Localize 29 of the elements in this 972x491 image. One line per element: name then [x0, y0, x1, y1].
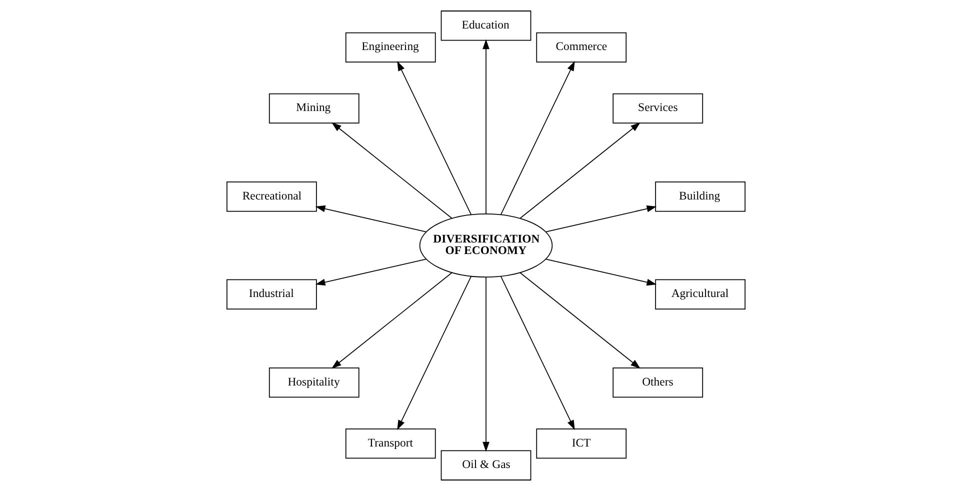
arrow — [332, 122, 452, 219]
node-box: Transport — [345, 428, 436, 459]
arrow — [315, 258, 426, 286]
node-box: Education — [440, 10, 532, 41]
node-box: Building — [655, 181, 746, 212]
arrow — [482, 276, 490, 452]
arrow — [397, 60, 472, 215]
node-box: Commerce — [536, 32, 627, 63]
node-box: Recreational — [226, 181, 317, 212]
arrow — [397, 276, 472, 430]
node-box: Services — [612, 93, 704, 124]
node-box: ICT — [536, 428, 627, 459]
arrow — [546, 258, 657, 286]
arrow — [500, 276, 575, 430]
node-box: Industrial — [226, 279, 317, 310]
arrow — [520, 122, 640, 219]
arrow — [500, 60, 575, 215]
node-box: Hospitality — [268, 367, 360, 398]
arrow — [315, 205, 426, 232]
arrow — [482, 39, 490, 214]
arrow — [332, 272, 452, 369]
node-box: Engineering — [345, 32, 436, 63]
node-box: Mining — [268, 93, 360, 124]
node-box: Agricultural — [655, 279, 746, 310]
node-box: Others — [612, 367, 704, 398]
node-ellipse: DIVERSIFICATION OF ECONOMY — [419, 214, 553, 278]
arrow — [546, 205, 657, 232]
arrow — [520, 272, 640, 369]
node-box: Oil & Gas — [440, 450, 532, 480]
